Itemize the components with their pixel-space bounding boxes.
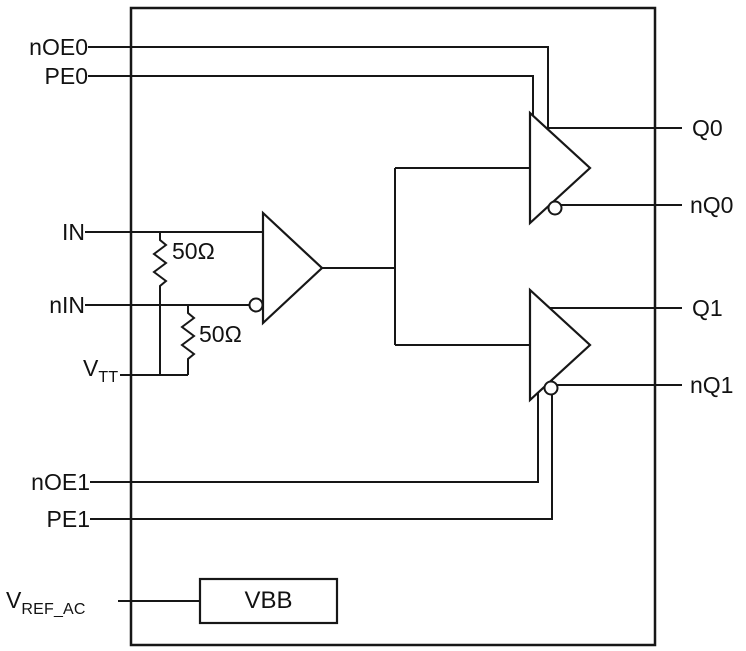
- pin-label-vtt-main: V: [83, 355, 99, 381]
- wire-noe0: [88, 46, 549, 129]
- wire-pe1: [90, 380, 553, 520]
- pin-label-in: IN: [62, 219, 85, 245]
- resistor-label-nin: 50Ω: [199, 321, 242, 347]
- output-buffer0-triangle: [528, 110, 592, 226]
- wire-pe0: [88, 75, 534, 117]
- wire-noe1: [90, 392, 539, 483]
- resistor-in-zigzag: [152, 232, 168, 375]
- input-buffer-triangle: [261, 210, 324, 326]
- chip-outline: [129, 6, 657, 647]
- pin-label-q0: Q0: [692, 115, 723, 141]
- pin-label-nq1: nQ1: [690, 372, 734, 398]
- pin-label-vref-main: V: [6, 587, 22, 613]
- pin-label-pe0: PE0: [44, 63, 88, 89]
- nin-inversion-bubble: [248, 297, 264, 313]
- pin-label-noe1: nOE1: [31, 469, 90, 495]
- pin-label-vref-ac: VREF_AC: [6, 587, 86, 623]
- pin-label-vref-sub: REF_AC: [21, 601, 86, 618]
- vbb-block-label: VBB: [244, 587, 293, 614]
- vbb-box: [198, 577, 339, 625]
- pin-label-nq0: nQ0: [690, 192, 734, 218]
- pin-label-pe1: PE1: [46, 506, 90, 532]
- pin-label-noe0: nOE0: [29, 34, 88, 60]
- nq1-inversion-bubble: [543, 380, 559, 396]
- pin-label-q1: Q1: [692, 295, 723, 321]
- pin-label-vtt: VTT: [83, 355, 118, 391]
- nq0-inversion-bubble: [547, 200, 563, 216]
- resistor-label-in: 50Ω: [172, 238, 215, 264]
- output-buffer1-triangle: [528, 287, 592, 403]
- pin-label-nin: nIN: [49, 292, 85, 318]
- resistor-nin-zigzag: [180, 305, 196, 375]
- pin-label-vtt-sub: TT: [98, 369, 119, 386]
